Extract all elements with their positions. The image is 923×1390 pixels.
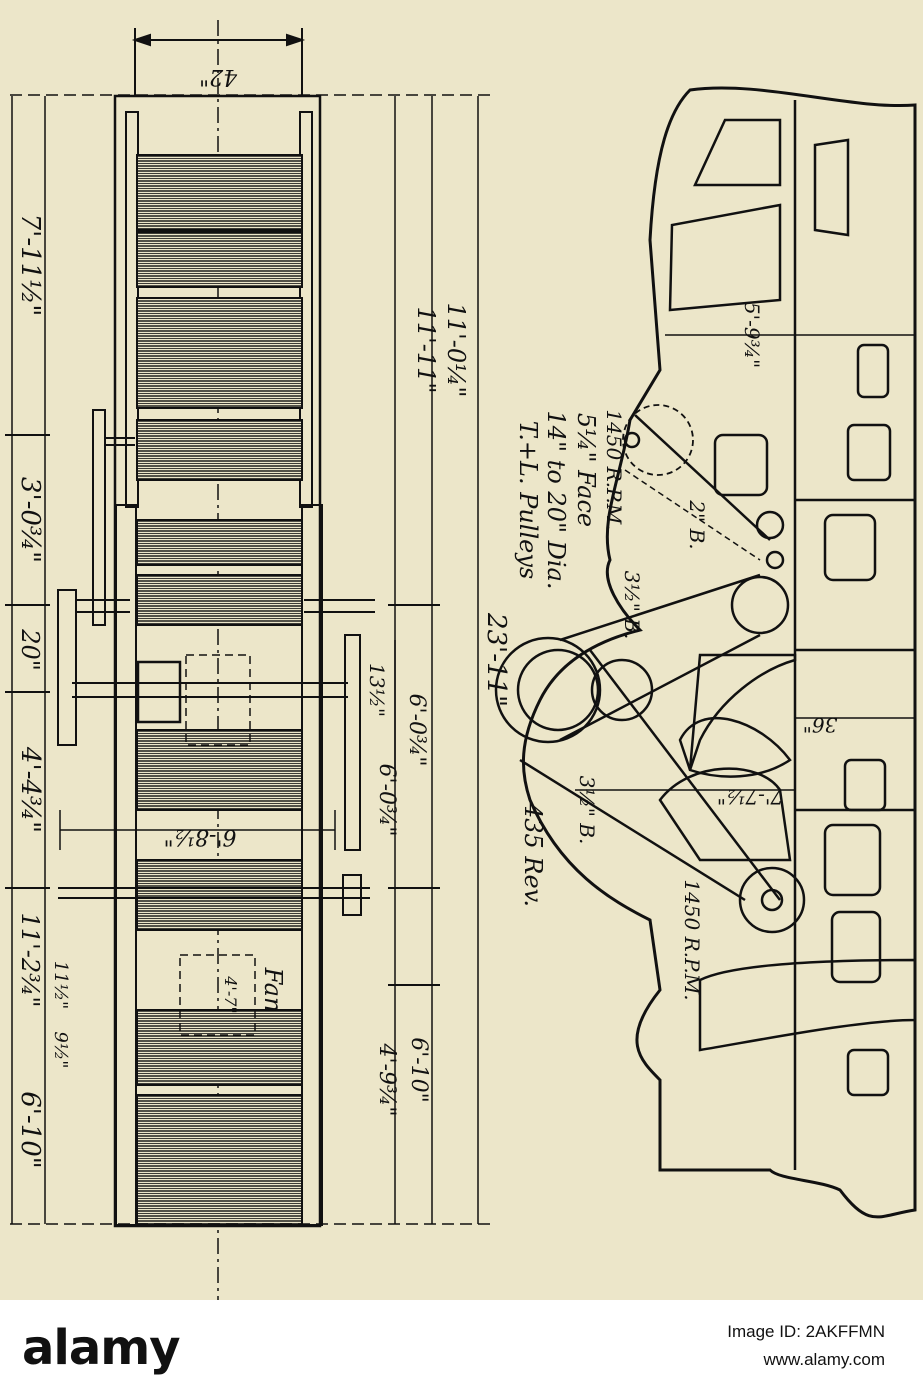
alamy-logo: alamy (22, 1320, 181, 1376)
dim-seg-6: 7'-11½" (15, 214, 45, 317)
dim-shaft-b: 6'-0¾" (404, 694, 429, 767)
dim-shaft-a: 6'-0¾" (374, 764, 399, 837)
technical-drawing: 42" 7'-11½" 3'-0¾" 20" 4'-4¾" 11'-2¾" 6'… (0, 0, 923, 1300)
dim-plan-width: 42" (199, 64, 238, 89)
fan-label: Fan (259, 967, 287, 1013)
dim-seg-1: 6'-10" (15, 1091, 45, 1169)
dim-seg-2: 11'-2¾" (16, 913, 44, 1008)
belt-2-label: 2" B. (685, 499, 709, 549)
dim-len-b: 11'-0¼" (442, 303, 470, 398)
elevation-view (494, 86, 917, 1219)
dim-low-b: 6'-10" (406, 1037, 431, 1103)
dim-height-5-9: 5'-9¾" (740, 302, 764, 368)
dim-seg-3: 4'-4¾" (15, 746, 45, 833)
belt-3a-label: 3½" B. (620, 571, 644, 640)
dim-low-a: 4'-9¾" (374, 1043, 399, 1117)
site-url-text: www.alamy.com (763, 1350, 885, 1369)
dim-small-11: 11½" (50, 961, 71, 1010)
elevation-labels: T.+L. Pulleys 14" to 20" Dia. 5¼" Face 1… (514, 302, 837, 1001)
watermark-footer: alamy Image ID: 2AKFFMN www.alamy.com (0, 1300, 923, 1390)
rpm-upper-label: 1450 R.P.M. (602, 409, 626, 530)
rpm-lower-label: 1450 R.P.M. (680, 879, 704, 1000)
dim-small-9: 9½" (50, 1031, 71, 1068)
image-id-text: Image ID: 2AKFFMN (727, 1322, 885, 1341)
plan-view (5, 20, 490, 1300)
dim-len-a: 11'-11" (412, 307, 440, 394)
pulleys-label-2: 14" to 20" Dia. (542, 411, 570, 590)
pulleys-label-3: 5¼" Face (572, 413, 600, 527)
dim-seg-4: 20" (16, 628, 44, 671)
dim-gear-13: 13½" (365, 663, 389, 717)
dim-7: 7'-7½" (717, 785, 783, 809)
dim-seg-5: 3'-0¾" (15, 477, 45, 563)
dim-fan: 4'-7" (221, 975, 240, 1014)
rev-label: 435 Rev. (519, 802, 547, 907)
dim-shaft-8: 6'-8½" (164, 824, 237, 849)
drawing-svg: 42" 7'-11½" 3'-0¾" 20" 4'-4¾" 11'-2¾" 6'… (5, 20, 917, 1300)
dim-36: 36" (803, 713, 838, 737)
belt-3b-label: 3½" B. (575, 776, 599, 845)
pulleys-label-1: T.+L. Pulleys (514, 421, 542, 579)
